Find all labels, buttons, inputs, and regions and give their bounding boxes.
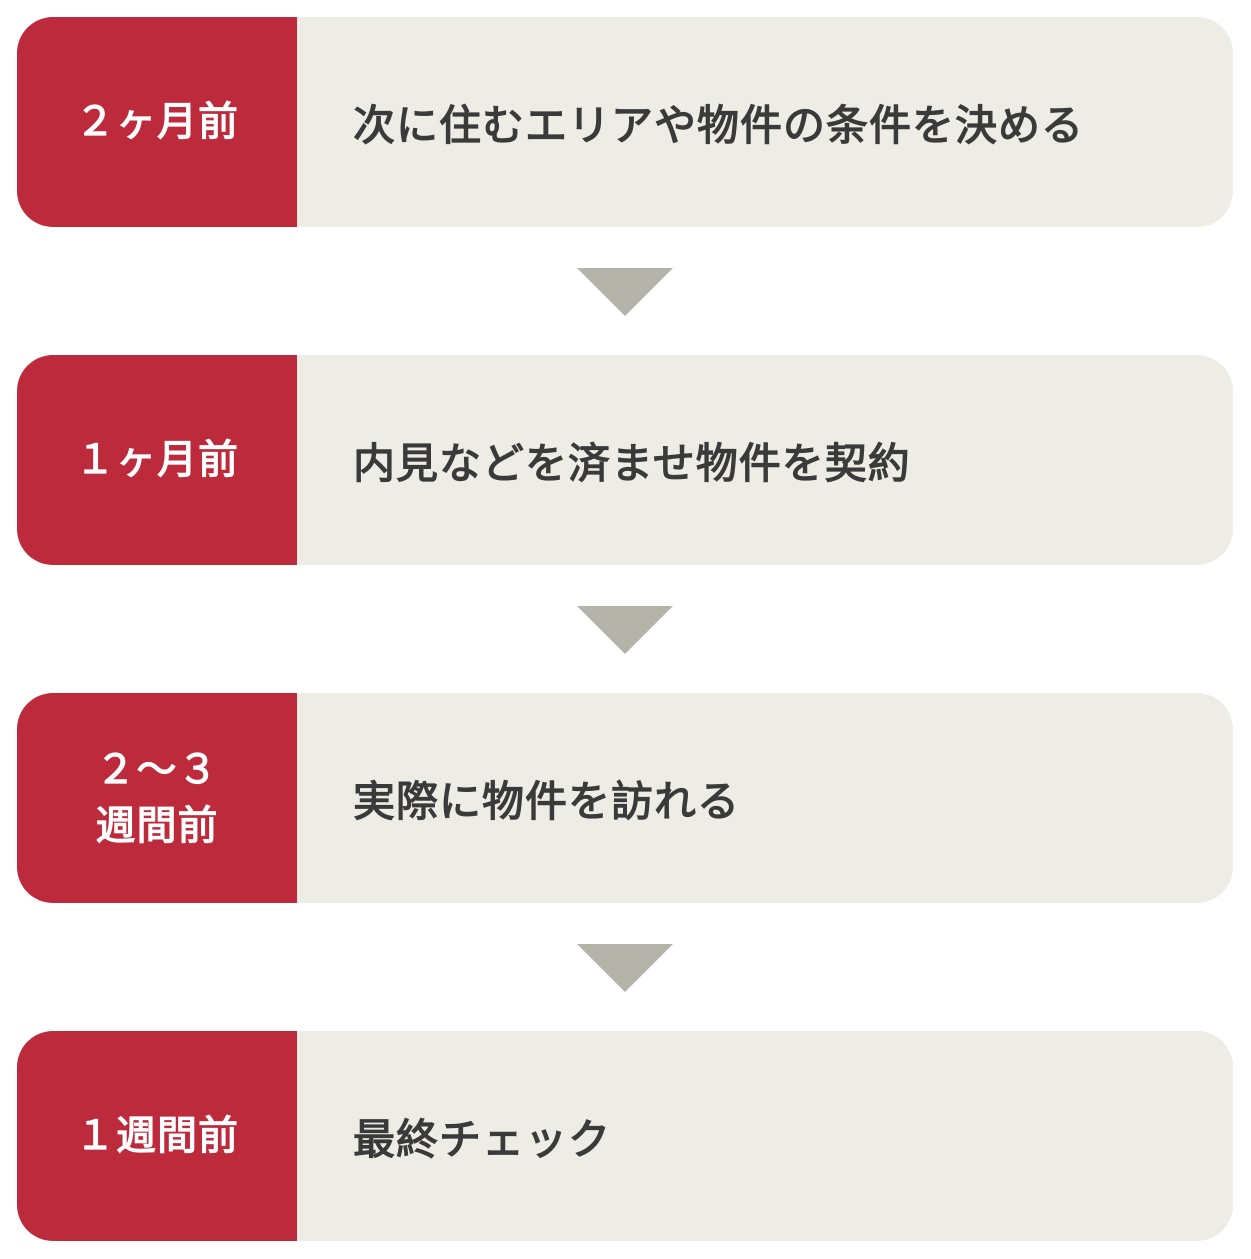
step-time-text: １ヶ月前 (75, 437, 239, 483)
step-task: 内見などを済ませ物件を契約 (297, 355, 1233, 565)
step-task: 次に住むエリアや物件の条件を決める (297, 17, 1233, 227)
step-time-label: ２～３ 週間前 (17, 693, 297, 903)
down-arrow-icon (577, 944, 673, 992)
down-arrow-icon (577, 606, 673, 654)
step-time-text: １週間前 (75, 1113, 239, 1159)
step-time-text: ２ヶ月前 (75, 99, 239, 145)
step-two-three-weeks-before: ２～３ 週間前 実際に物件を訪れる (17, 693, 1233, 903)
step-time-text-line1: ２～３ (95, 747, 219, 793)
step-time-text-line2: 週間前 (95, 803, 219, 849)
step-task-text: 次に住むエリアや物件の条件を決める (353, 100, 1085, 150)
step-one-week-before: １週間前 最終チェック (17, 1031, 1233, 1241)
step-task-text: 実際に物件を訪れる (353, 776, 741, 826)
down-arrow-icon (577, 268, 673, 316)
step-time-label: １ヶ月前 (17, 355, 297, 565)
step-one-month-before: １ヶ月前 内見などを済ませ物件を契約 (17, 355, 1233, 565)
step-time-label: ２ヶ月前 (17, 17, 297, 227)
step-task-text: 最終チェック (353, 1114, 612, 1164)
step-time-label: １週間前 (17, 1031, 297, 1241)
step-two-months-before: ２ヶ月前 次に住むエリアや物件の条件を決める (17, 17, 1233, 227)
step-task-text: 内見などを済ませ物件を契約 (353, 438, 911, 488)
step-task: 実際に物件を訪れる (297, 693, 1233, 903)
step-task: 最終チェック (297, 1031, 1233, 1241)
